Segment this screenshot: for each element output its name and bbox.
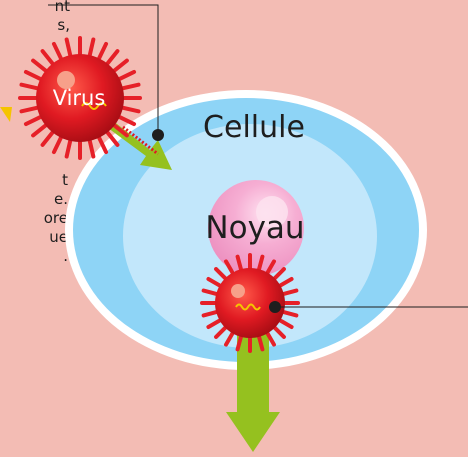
nucleus-label: Noyau xyxy=(205,210,304,246)
cell-label: Cellule xyxy=(203,110,305,145)
virus-inside-cell-icon xyxy=(202,255,298,351)
virus-label: Virus xyxy=(53,86,106,110)
genetic-material-icon xyxy=(0,107,12,122)
